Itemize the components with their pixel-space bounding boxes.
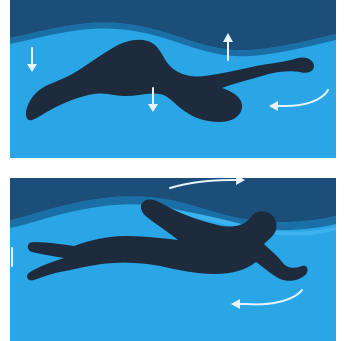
bottom-swim-panel: [10, 178, 336, 341]
top-swim-illustration: [10, 0, 336, 158]
bottom-swim-illustration: [10, 178, 336, 341]
top-swim-panel: [10, 0, 336, 158]
